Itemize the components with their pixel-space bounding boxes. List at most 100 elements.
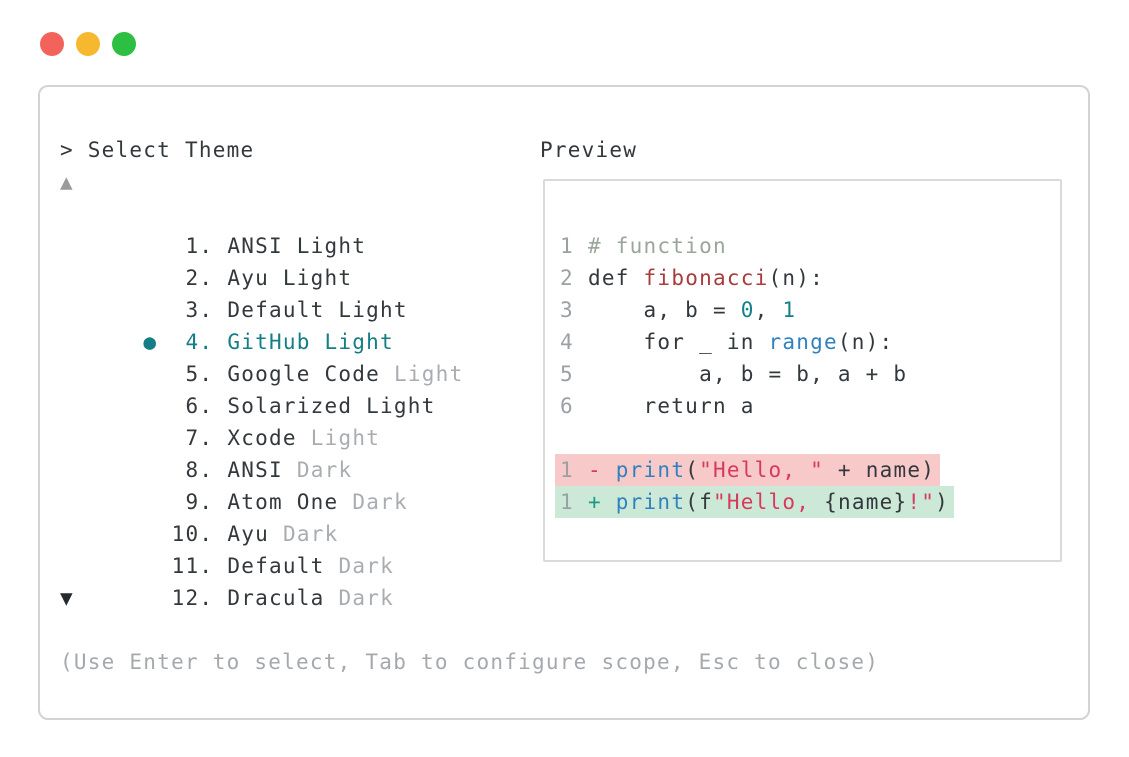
theme-list-item-xcode-light[interactable]: 7. Xcode Light — [60, 390, 380, 486]
code-token: fibonacci — [643, 266, 769, 290]
theme-item-name: Ayu Light — [227, 266, 353, 290]
theme-item-variant: Dark — [282, 522, 339, 546]
line-number: 3 — [560, 298, 574, 322]
theme-item-name: Default — [227, 554, 325, 578]
code-token: (n): — [768, 266, 825, 290]
theme-list-item-ayu-light[interactable]: 2. Ayu Light — [60, 230, 366, 326]
code-token: def — [588, 266, 644, 290]
help-text: (Use Enter to select, Tab to configure s… — [60, 650, 880, 674]
code-token: !" — [907, 490, 936, 514]
code-line: 5 a, b = b, a + b — [560, 358, 954, 390]
theme-item-number: 10. — [171, 522, 214, 546]
theme-item-number: 11. — [171, 554, 214, 578]
code-line: 2 def fibonacci(n): — [560, 262, 954, 294]
theme-list-item-github-light[interactable]: ● 4. GitHub Light — [60, 294, 408, 390]
theme-item-number: 5. — [185, 362, 214, 386]
theme-list-item-google-code-light[interactable]: 5. Google Code Light — [60, 326, 463, 422]
code-token: for _ in — [588, 330, 769, 354]
theme-item-name: ANSI Light — [227, 234, 367, 258]
code-token: "Hello, — [712, 490, 825, 514]
code-token: + — [588, 490, 616, 514]
theme-list-item-default-light[interactable]: 3. Default Light — [60, 262, 422, 358]
code-spacer — [560, 422, 954, 454]
zoom-window-button[interactable] — [112, 32, 136, 56]
code-token: return a — [588, 394, 755, 418]
theme-list-item-dracula-dark[interactable]: 12. Dracula Dark — [60, 550, 394, 646]
theme-list-item-ansi-dark[interactable]: 8. ANSI Dark — [60, 422, 352, 518]
line-number: 1 — [560, 490, 574, 514]
theme-item-name: Ayu — [227, 522, 269, 546]
theme-item-number: 7. — [185, 426, 214, 450]
theme-item-number: 1. — [185, 234, 214, 258]
theme-list-item-ayu-dark[interactable]: 10. Ayu Dark — [60, 486, 339, 582]
code-token: ) — [935, 490, 950, 514]
code-token: # function — [588, 234, 727, 258]
code-token: - — [588, 458, 616, 482]
theme-item-number: 2. — [185, 266, 214, 290]
code-token: (f — [685, 490, 713, 514]
theme-item-name: Solarized Light — [227, 394, 436, 418]
theme-item-name: Xcode — [227, 426, 297, 450]
theme-item-variant: Dark — [296, 458, 353, 482]
code-token: range — [768, 330, 838, 354]
code-token: (n): — [837, 330, 894, 354]
code-token: print — [615, 490, 686, 514]
code-token: "Hello, " — [699, 458, 825, 482]
theme-item-variant: Dark — [338, 554, 395, 578]
code-line: 6 return a — [560, 390, 954, 422]
line-number: 1 — [560, 458, 574, 482]
line-number: 1 — [560, 234, 574, 258]
code-line: 3 a, b = 0, 1 — [560, 294, 954, 326]
line-number: 6 — [560, 394, 574, 418]
theme-item-number: 6. — [185, 394, 214, 418]
theme-item-variant: Light — [394, 362, 464, 386]
preview-title: Preview — [540, 138, 638, 162]
code-token: a, b = — [588, 298, 741, 322]
window-controls — [40, 32, 160, 56]
code-token: , — [754, 298, 783, 322]
diff-line-row: 1- print("Hello, " + name) — [555, 454, 954, 486]
theme-item-number: 4. — [185, 330, 214, 354]
code-line: 1 # function — [560, 230, 954, 262]
code-token: 1 — [782, 298, 797, 322]
minimize-window-button[interactable] — [76, 32, 100, 56]
theme-item-variant: Dark — [352, 490, 408, 514]
theme-list-item-solarized-light[interactable]: 6. Solarized Light — [60, 358, 450, 454]
line-number: 4 — [560, 330, 574, 354]
code-token: 0 — [740, 298, 755, 322]
theme-item-variant: Light — [310, 426, 381, 450]
diff-line-added: 1 + print(f"Hello, {name}!") — [555, 486, 955, 518]
code-token: ( — [685, 458, 700, 482]
theme-item-name: Google Code — [227, 362, 381, 386]
diff-line-removed: 1- print("Hello, " + name) — [555, 454, 941, 486]
theme-list-item-ansi-light[interactable]: 1. ANSI Light — [60, 198, 380, 294]
code-token: a, b = b, a + b — [588, 362, 908, 386]
theme-item-number: 12. — [171, 586, 214, 610]
theme-item-variant: Dark — [338, 586, 395, 610]
select-theme-title: > Select Theme — [60, 138, 255, 162]
scroll-down-icon[interactable]: ▼ — [60, 586, 74, 610]
selected-dot-icon: ● — [143, 330, 158, 354]
theme-item-name: Default Light — [227, 298, 408, 322]
theme-item-name: ANSI — [227, 458, 283, 482]
close-window-button[interactable] — [40, 32, 64, 56]
theme-item-number: 8. — [185, 458, 214, 482]
theme-item-name: Dracula — [227, 586, 325, 610]
scroll-up-icon[interactable]: ▲ — [60, 170, 74, 194]
diff-line-row: 1 + print(f"Hello, {name}!") — [555, 486, 955, 518]
theme-item-number: 3. — [185, 298, 214, 322]
code-token: + name) — [824, 458, 936, 482]
theme-picker-panel: > Select Theme Preview ▲ 1. ANSI Light 2.… — [38, 85, 1090, 720]
theme-item-name: GitHub Light — [227, 330, 394, 354]
line-number: 2 — [560, 266, 574, 290]
code-token: {name} — [824, 490, 908, 514]
code-token: print — [615, 458, 686, 482]
theme-item-number: 9. — [185, 490, 214, 514]
code-line: 4 for _ in range(n): — [560, 326, 954, 358]
line-number: 5 — [560, 362, 574, 386]
theme-item-name: Atom One — [227, 490, 339, 514]
